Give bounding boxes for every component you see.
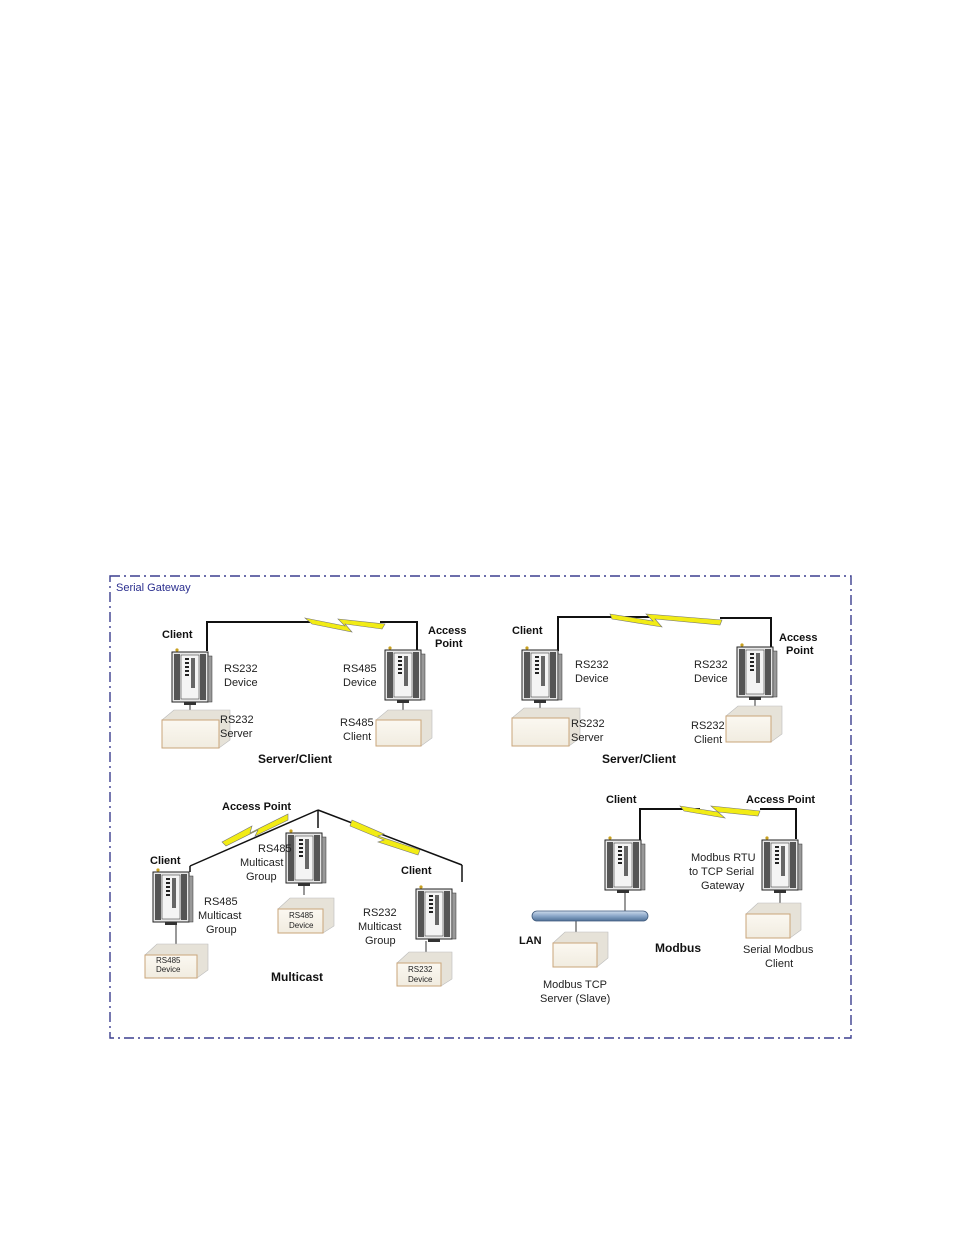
serial-device-box-icon: [396, 951, 453, 987]
gateway-device-icon: [415, 884, 457, 943]
section-server-client-1: Client Access Point RS232 Device RS485 D…: [161, 617, 467, 766]
left-group-label: RS485: [204, 896, 238, 908]
right-group-label-line2: Multicast: [358, 921, 401, 933]
antenna-icon: [206, 621, 310, 651]
serial-client-label: Serial Modbus: [743, 944, 814, 956]
section-title: Modbus: [655, 941, 701, 955]
right-box-label-line2: Client: [694, 734, 722, 746]
access-point-label: Access: [428, 625, 467, 637]
client-label: Client: [512, 625, 543, 637]
antenna-icon: [380, 621, 418, 651]
right-device-label-line2: Device: [694, 673, 728, 685]
left-box-label: RS485: [156, 956, 181, 965]
server-label: Modbus TCP: [543, 979, 607, 991]
access-point-label: Access Point: [222, 801, 291, 813]
wireless-lightning-icon: [679, 805, 761, 819]
serial-device-box-icon: [375, 709, 433, 747]
section-modbus: Client Access Point Modbus RTU to TCP Se…: [519, 794, 815, 1005]
serial-device-box-icon: [161, 709, 231, 749]
center-box-label-line2: Device: [289, 921, 314, 930]
left-device-label: RS232: [575, 659, 609, 671]
frame-title: Serial Gateway: [116, 582, 191, 594]
server-label-line2: Server (Slave): [540, 993, 610, 1005]
client-label: Client: [162, 629, 193, 641]
gateway-device-icon: [604, 835, 646, 894]
gateway-device-icon: [521, 645, 563, 704]
gateway-label: Modbus RTU: [691, 852, 756, 864]
section-multicast: Access Point Client Client RS485 Multica…: [144, 801, 463, 987]
serial-device-box-icon: [144, 943, 209, 979]
frame-border: [109, 575, 852, 1039]
lan-label: LAN: [519, 935, 542, 947]
section-title: Server/Client: [602, 752, 676, 766]
gateway-label-line2: to TCP Serial: [689, 866, 754, 878]
center-group-label-line3: Group: [246, 871, 277, 883]
access-point-label-line2: Point: [435, 638, 463, 650]
center-group-label-line2: Multicast: [240, 857, 283, 869]
right-device-label-line2: Device: [343, 677, 377, 689]
section-title: Multicast: [271, 970, 323, 984]
wireless-lightning-icon: [303, 617, 386, 633]
serial-device-box-icon: [725, 705, 783, 743]
serial-device-box-icon: [277, 897, 335, 934]
right-group-label-line3: Group: [365, 935, 396, 947]
antenna-icon: [760, 808, 797, 839]
access-point-label: Access Point: [746, 794, 815, 806]
right-box-label: RS232: [408, 965, 433, 974]
lan-bus-icon: [531, 910, 649, 922]
gateway-device-icon: [285, 828, 327, 887]
left-device-label: RS232: [224, 663, 258, 675]
left-device-label-line2: Device: [575, 673, 609, 685]
left-box-label-line2: Server: [220, 728, 253, 740]
gateway-device-icon: [171, 647, 213, 706]
right-device-label: RS232: [694, 659, 728, 671]
antenna-icon: [720, 617, 772, 648]
left-box-label: RS232: [571, 718, 605, 730]
serial-device-box-icon: [511, 707, 581, 747]
access-point-label: Access: [779, 632, 818, 644]
right-box-label: RS485: [340, 717, 374, 729]
left-box-label-line2: Device: [156, 965, 181, 974]
wireless-lightning-icon: [349, 819, 421, 856]
gateway-device-icon: [152, 867, 194, 926]
left-box-label-line2: Server: [571, 732, 604, 744]
right-box-label-line2: Client: [343, 731, 371, 743]
left-group-label-line3: Group: [206, 924, 237, 936]
serial-device-box-icon: [745, 902, 802, 939]
center-box-label: RS485: [289, 911, 314, 920]
serial-client-label-line2: Client: [765, 958, 793, 970]
wireless-lightning-icon: [221, 813, 289, 847]
gateway-device-icon: [384, 645, 426, 704]
left-device-label-line2: Device: [224, 677, 258, 689]
client-left-label: Client: [150, 855, 181, 867]
left-group-label-line2: Multicast: [198, 910, 241, 922]
gateway-device-icon: [736, 642, 778, 701]
left-box-label: RS232: [220, 714, 254, 726]
gateway-label-line3: Gateway: [701, 880, 745, 892]
right-box-label-line2: Device: [408, 975, 433, 984]
client-label: Client: [606, 794, 637, 806]
client-right-label: Client: [401, 865, 432, 877]
wireless-lightning-icon: [609, 613, 723, 628]
gateway-device-icon: [761, 835, 803, 894]
antenna-icon: [639, 808, 700, 841]
center-group-label: RS485: [258, 843, 292, 855]
serial-device-box-icon: [552, 931, 609, 968]
section-title: Server/Client: [258, 752, 332, 766]
right-box-label: RS232: [691, 720, 725, 732]
right-device-label: RS485: [343, 663, 377, 675]
access-point-label-line2: Point: [786, 645, 814, 657]
section-server-client-2: Client Access Point RS232 Device RS232 D…: [511, 613, 818, 766]
right-group-label: RS232: [363, 907, 397, 919]
